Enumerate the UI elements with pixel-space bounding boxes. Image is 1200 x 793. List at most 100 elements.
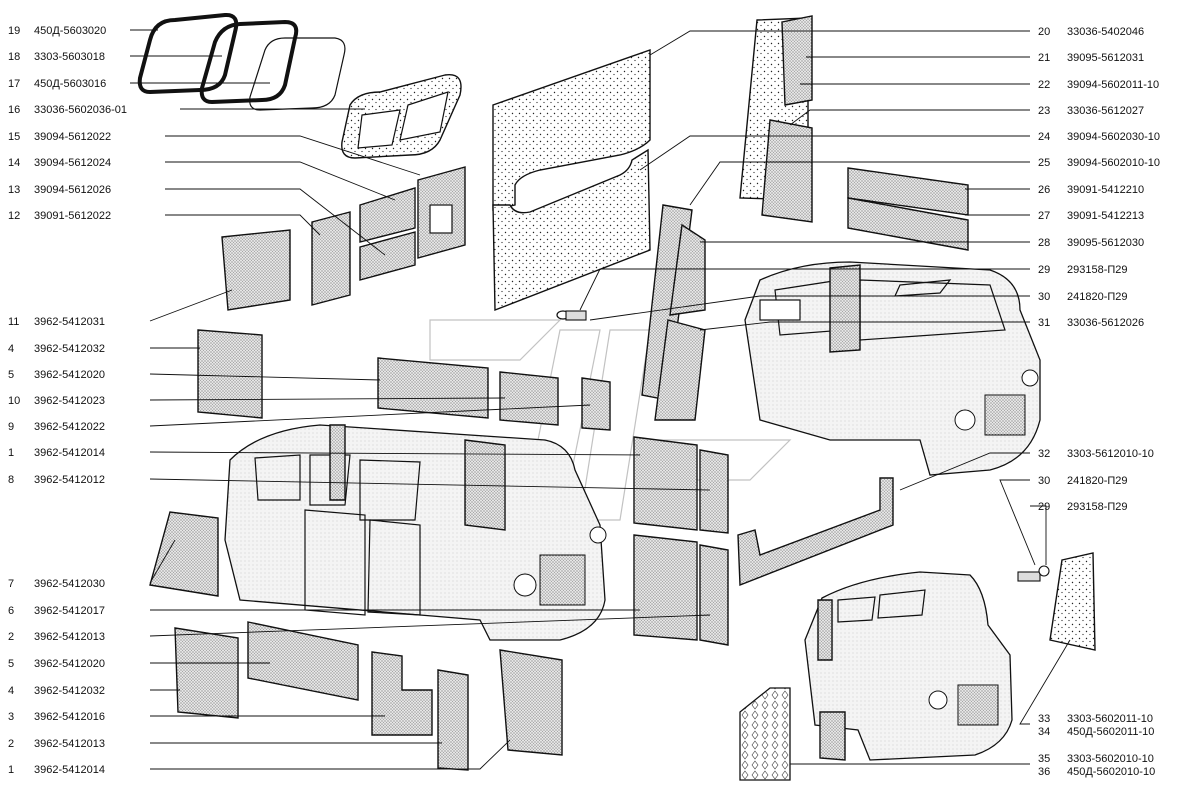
callout-number: 22 bbox=[1038, 79, 1050, 91]
callout-number: 21 bbox=[1038, 52, 1050, 64]
van-body bbox=[224, 424, 607, 641]
bottom-panel-group bbox=[174, 621, 563, 771]
part-code: 3303-5612010-10 bbox=[1067, 448, 1154, 460]
callout-number: 30 bbox=[1038, 475, 1050, 487]
door-panel-24 bbox=[492, 148, 651, 312]
part-code: 33036-5612027 bbox=[1067, 105, 1144, 117]
part-code: 3962-5412014 bbox=[34, 447, 105, 459]
callout-number: 26 bbox=[1038, 184, 1050, 196]
part-code: 450Д-5602010-10 bbox=[1067, 766, 1155, 778]
callout-number: 4 bbox=[8, 685, 14, 697]
part-code: 3303-5602010-10 bbox=[1067, 753, 1154, 765]
side-trim-panels bbox=[311, 166, 466, 306]
callout-number: 8 bbox=[8, 474, 14, 486]
part-code: 39091-5412213 bbox=[1067, 210, 1144, 222]
callout-number: 11 bbox=[8, 316, 19, 328]
part-code: 3962-5412013 bbox=[34, 738, 105, 750]
leader-lines-left bbox=[130, 29, 711, 770]
window-gasket-19 bbox=[137, 12, 239, 95]
part-code: 3962-5412013 bbox=[34, 631, 105, 643]
screw-fastener bbox=[556, 310, 587, 321]
part-code: 3962-5412031 bbox=[34, 316, 105, 328]
part-code: 450Д-5603020 bbox=[34, 25, 106, 37]
callout-number: 32 bbox=[1038, 448, 1050, 460]
part-code: 241820-П29 bbox=[1067, 291, 1128, 303]
part-code: 39094-5602011-10 bbox=[1067, 79, 1159, 91]
part-code: 39094-5602010-10 bbox=[1067, 157, 1160, 169]
callout-number: 20 bbox=[1038, 26, 1050, 38]
callout-number: 28 bbox=[1038, 237, 1050, 249]
part-code: 33036-5612026 bbox=[1067, 317, 1144, 329]
part-code: 293158-П29 bbox=[1067, 264, 1128, 276]
callout-number: 27 bbox=[1038, 210, 1050, 222]
callout-number: 30 bbox=[1038, 291, 1050, 303]
callout-number: 2 bbox=[8, 738, 14, 750]
window-glass-17 bbox=[249, 37, 346, 111]
part-code: 3962-5412014 bbox=[34, 764, 105, 776]
part-code: 450Д-5602011-10 bbox=[1067, 726, 1154, 738]
callout-number: 19 bbox=[8, 25, 20, 37]
callout-number: 13 bbox=[8, 184, 20, 196]
window-gasket-18 bbox=[199, 19, 299, 105]
callout-number: 2 bbox=[8, 631, 14, 643]
callout-number: 15 bbox=[8, 131, 20, 143]
callout-number: 23 bbox=[1038, 105, 1050, 117]
callout-number: 17 bbox=[8, 78, 20, 90]
pillar-strips bbox=[641, 204, 706, 421]
part-code: 39094-5612026 bbox=[34, 184, 111, 196]
callout-number: 5 bbox=[8, 658, 14, 670]
part-code: 39095-5612031 bbox=[1067, 52, 1144, 64]
part-code: 3962-5412022 bbox=[34, 421, 105, 433]
part-code: 3303-5603018 bbox=[34, 51, 105, 63]
callout-number: 29 bbox=[1038, 501, 1050, 513]
callout-number: 1 bbox=[8, 764, 14, 776]
callout-number: 25 bbox=[1038, 157, 1050, 169]
callout-number: 33 bbox=[1038, 713, 1050, 725]
callout-number: 31 bbox=[1038, 317, 1050, 329]
flat-panels-26-27 bbox=[847, 167, 969, 251]
callout-number: 10 bbox=[8, 395, 20, 407]
callout-number: 7 bbox=[8, 578, 14, 590]
bolt-fastener bbox=[1017, 565, 1050, 582]
callout-number: 18 bbox=[8, 51, 20, 63]
cab-vehicle-upper bbox=[744, 261, 1041, 476]
callout-number: 12 bbox=[8, 210, 20, 222]
part-code: 3962-5412020 bbox=[34, 658, 105, 670]
callout-number: 16 bbox=[8, 104, 20, 116]
part-code: 3962-5412016 bbox=[34, 711, 105, 723]
part-code: 3962-5412012 bbox=[34, 474, 105, 486]
tall-panels-21-23 bbox=[739, 15, 813, 223]
part-code: 39094-5602030-10 bbox=[1067, 131, 1160, 143]
callout-number: 36 bbox=[1038, 766, 1050, 778]
part-code: 3962-5412017 bbox=[34, 605, 105, 617]
callout-number: 4 bbox=[8, 343, 14, 355]
part-code: 293158-П29 bbox=[1067, 501, 1128, 513]
panel-33-34 bbox=[1049, 552, 1096, 651]
part-code: 39095-5612030 bbox=[1067, 237, 1144, 249]
callout-number: 3 bbox=[8, 711, 14, 723]
cab-vehicle-lower bbox=[804, 571, 1013, 761]
part-code: 3962-5412032 bbox=[34, 685, 105, 697]
callout-list-right: 20 33036-5402046 21 39095-5612031 22 39094-56… bbox=[1038, 26, 1160, 778]
part-code: 39094-5612022 bbox=[34, 131, 111, 143]
window-frame-16 bbox=[341, 73, 462, 159]
callout-number: 6 bbox=[8, 605, 14, 617]
callout-number: 35 bbox=[1038, 753, 1050, 765]
callout-number: 9 bbox=[8, 421, 14, 433]
part-code: 3962-5412032 bbox=[34, 343, 105, 355]
part-code: 3962-5412023 bbox=[34, 395, 105, 407]
part-code: 3303-5602011-10 bbox=[1067, 713, 1153, 725]
part-code: 39091-5412210 bbox=[1067, 184, 1144, 196]
roof-panel-20 bbox=[492, 49, 651, 211]
callout-number: 14 bbox=[8, 157, 20, 169]
sill-panel-32 bbox=[737, 477, 894, 587]
part-code: 33036-5402046 bbox=[1067, 26, 1144, 38]
middle-panel-group bbox=[149, 229, 729, 646]
part-code: 39094-5612024 bbox=[34, 157, 111, 169]
part-code: 3962-5412020 bbox=[34, 369, 105, 381]
callout-number: 29 bbox=[1038, 264, 1050, 276]
leader-lines-right bbox=[579, 30, 1071, 765]
callout-number: 34 bbox=[1038, 726, 1050, 738]
